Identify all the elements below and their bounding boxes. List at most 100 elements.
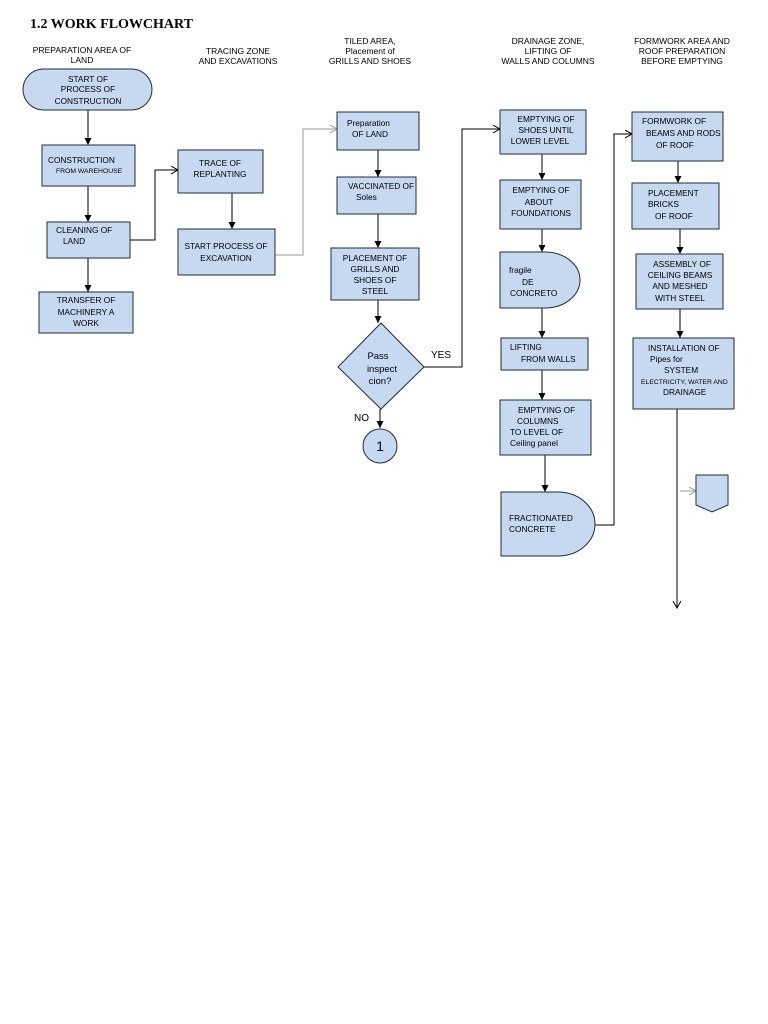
node-preparation-line-2: OF LAND — [352, 129, 388, 139]
node-placement-line-1: PLACEMENT OF — [343, 253, 407, 263]
edge-excavation-preparation — [275, 129, 337, 256]
node-emptying-foundations-line-1: EMPTYING OF — [512, 185, 569, 195]
node-lifting-line-2: FROM WALLS — [521, 354, 576, 364]
node-lifting-line-1: LIFTING — [510, 342, 542, 352]
node-construction-line-1: CONSTRUCTION — [48, 155, 115, 165]
edge-label-yes: YES — [431, 350, 451, 361]
edges — [84, 110, 696, 608]
node-decision-line-1: Pass — [367, 351, 388, 362]
node-bricks-line-2: BRICKS — [648, 199, 679, 209]
zone-label-preparation: PREPARATION AREA OF LAND — [32, 45, 132, 65]
node-emptying-columns: EMPTYING OF COLUMNS TO LEVEL OF Ceiling … — [499, 399, 592, 456]
edge-label-no: NO — [354, 413, 369, 424]
node-installation-line-4: ELECTRICITY, WATER AND — [641, 379, 728, 386]
node-placement-line-3: SHOES OF — [354, 275, 397, 285]
node-assembly-line-2: CEILING BEAMS — [648, 270, 713, 280]
node-formwork-line-3: OF ROOF — [656, 140, 694, 150]
node-emptying-foundations-line-2: ABOUT — [525, 197, 554, 207]
node-emptying-columns-line-4: Ceiling panel — [510, 438, 558, 448]
node-start-line-2: PROCESS OF — [61, 84, 115, 94]
node-vaccinated-line-2: Soles — [356, 192, 377, 202]
zone-label-drainage: DRAINAGE ZONE, LIFTING OF WALLS AND COLU… — [501, 36, 595, 66]
node-construction: CONSTRUCTION FROM WAREHOUSE — [41, 144, 136, 187]
node-bricks: PLACEMENT BRICKS OF ROOF — [631, 182, 720, 230]
node-cleaning-line-2: LAND — [63, 236, 85, 246]
node-formwork: FORMWORK OF BEAMS AND RODS OF ROOF — [631, 111, 724, 162]
node-emptying-shoes-line-2: SHOES UNTIL — [518, 125, 574, 135]
node-offpage-connector — [695, 474, 729, 513]
node-transfer-line-2: MACHINERY A — [58, 307, 115, 317]
edge-cleaning-trace — [130, 170, 178, 241]
node-bricks-line-1: PLACEMENT — [648, 188, 699, 198]
node-emptying-columns-line-1: EMPTYING OF — [518, 405, 575, 415]
node-trace-line-2: REPLANTING — [193, 169, 246, 179]
node-emptying-shoes-line-1: EMPTYING OF — [517, 114, 574, 124]
node-decision-line-3: cion? — [369, 376, 392, 387]
node-construction-line-2: FROM WAREHOUSE — [56, 168, 123, 175]
node-excavation-line-1: START PROCESS OF — [185, 241, 268, 251]
node-fragile-line-1: fragile — [509, 265, 532, 275]
edge-fractionated-formwork — [595, 134, 632, 526]
node-lifting: LIFTING FROM WALLS — [500, 337, 589, 371]
node-cleaning-line-1: CLEANING OF — [56, 225, 112, 235]
node-bricks-line-3: OF ROOF — [655, 211, 693, 221]
node-transfer-line-1: TRANSFER OF — [57, 295, 116, 305]
node-emptying-columns-line-2: COLUMNS — [517, 416, 559, 426]
node-excavation-line-2: EXCAVATION — [200, 253, 252, 263]
zone-label-tiled: TILED AREA, Placement of GRILLS AND SHOE… — [328, 36, 412, 66]
node-emptying-columns-line-3: TO LEVEL OF — [510, 427, 563, 437]
node-assembly-line-3: AND MESHED — [652, 281, 707, 291]
node-placement-line-2: GRILLS AND — [351, 264, 400, 274]
node-installation-line-5: DRAINAGE — [663, 387, 707, 397]
zone-label-formwork: FORMWORK AREA AND ROOF PREPARATION BEFOR… — [634, 36, 730, 66]
page-title: 1.2 WORK FLOWCHART — [30, 17, 193, 32]
node-fractionated-line-1: FRACTIONATED — [509, 513, 573, 523]
node-fragile-line-2: DE — [522, 277, 534, 287]
node-vaccinated: VACCINATED OF Soles — [336, 176, 417, 215]
node-emptying-foundations-line-3: FOUNDATIONS — [511, 208, 571, 218]
node-installation-line-1: INSTALLATION OF — [648, 343, 720, 353]
node-preparation: Preparation OF LAND — [336, 111, 420, 151]
node-fragile: fragile DE CONCRETO — [499, 251, 581, 309]
node-trace-line-1: TRACE OF — [199, 158, 241, 168]
node-start-line-1: START OF — [68, 74, 108, 84]
node-emptying-shoes-line-3: LOWER LEVEL — [511, 136, 570, 146]
node-connector-label: 1 — [376, 438, 384, 454]
node-decision-line-2: inspect — [367, 364, 397, 375]
zone-label-tracing: TRACING ZONE AND EXCAVATIONS — [198, 46, 278, 66]
node-fractionated-line-2: CONCRETE — [509, 524, 556, 534]
node-preparation-line-1: Preparation — [347, 118, 390, 128]
node-fractionated: FRACTIONATED CONCRETE — [500, 491, 596, 557]
node-installation-line-2: Pipes for — [650, 354, 683, 364]
node-assembly-line-4: WITH STEEL — [655, 293, 705, 303]
node-transfer-line-3: WORK — [73, 318, 99, 328]
node-cleaning: CLEANING OF LAND — [46, 221, 131, 259]
node-formwork-line-2: BEAMS AND RODS — [646, 128, 721, 138]
edge-decision-emptying-shoes — [424, 129, 500, 368]
node-vaccinated-line-1: VACCINATED OF — [348, 181, 414, 191]
node-fragile-line-3: CONCRETO — [510, 288, 558, 298]
node-start-line-3: CONSTRUCTION — [55, 96, 122, 106]
node-placement-line-4: STEEL — [362, 286, 389, 296]
node-installation-line-3: SYSTEM — [664, 365, 698, 375]
node-installation: INSTALLATION OF Pipes for SYSTEM ELECTRI… — [632, 337, 735, 410]
node-excavation: START PROCESS OF EXCAVATION — [177, 228, 276, 276]
